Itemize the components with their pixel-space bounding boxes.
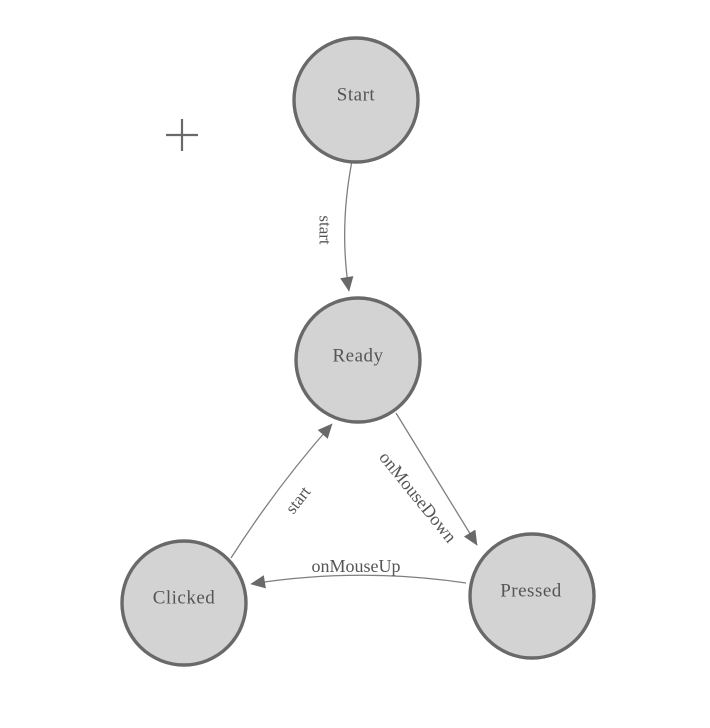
node-ready-circle[interactable] <box>294 296 422 424</box>
node-clicked[interactable]: Clicked <box>120 539 248 667</box>
node-pressed-circle[interactable] <box>468 532 596 660</box>
edge-start-to-ready[interactable] <box>340 160 354 292</box>
node-ready[interactable]: Ready <box>294 296 422 424</box>
node-clicked-circle[interactable] <box>120 539 248 667</box>
node-start-circle[interactable] <box>292 36 420 164</box>
edge-pressed-to-clicked[interactable] <box>250 574 467 589</box>
node-clicked-label: Clicked <box>153 588 216 609</box>
node-pressed-label: Pressed <box>500 581 562 602</box>
edge-label-onmouseup: onMouseUp <box>312 556 401 576</box>
node-ready-label: Ready <box>332 346 383 367</box>
edge-ready-to-pressed[interactable] <box>395 412 478 546</box>
node-start-label: Start <box>337 85 376 106</box>
edge-clicked-to-ready[interactable] <box>230 423 333 559</box>
edge-label-start-left: start <box>282 482 315 517</box>
edge-label-start-top: start <box>316 215 335 245</box>
node-start[interactable]: Start <box>292 36 420 164</box>
node-pressed[interactable]: Pressed <box>468 532 596 660</box>
plus-cursor-icon <box>166 119 198 151</box>
